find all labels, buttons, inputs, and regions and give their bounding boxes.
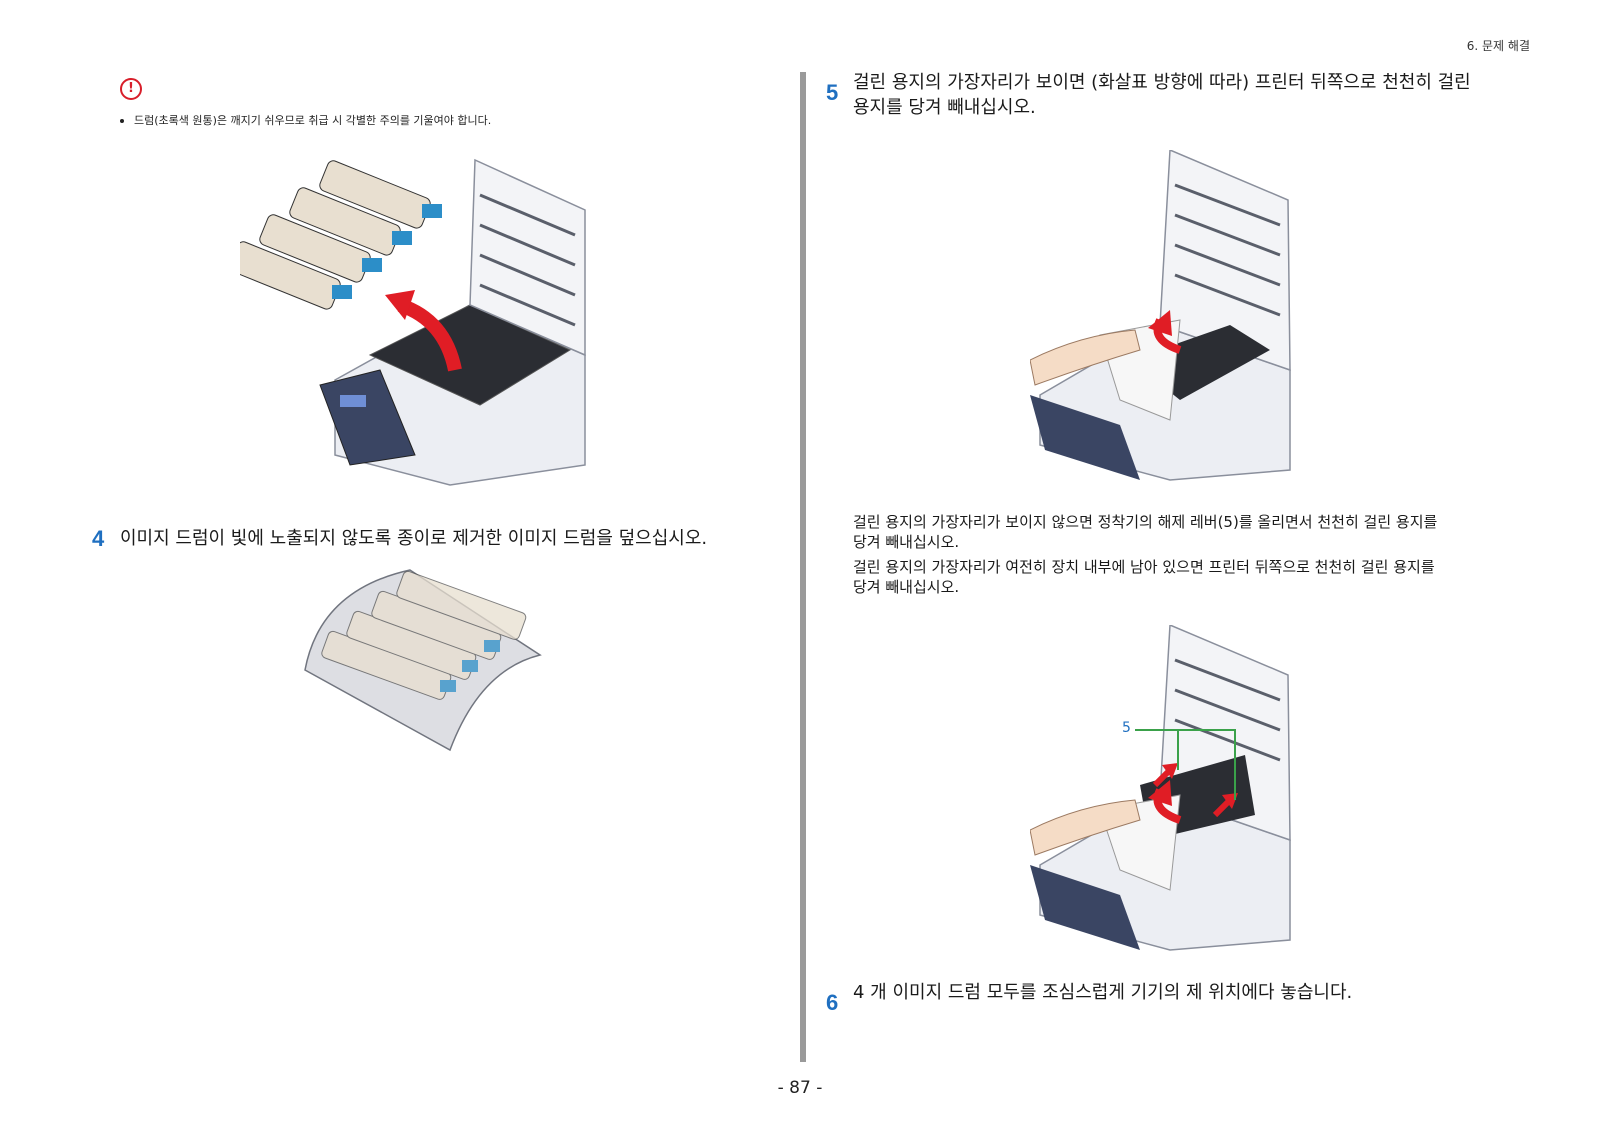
bullet-dot bbox=[120, 119, 124, 123]
paper-removal-illustration bbox=[1030, 150, 1291, 481]
step-number-4: 4 bbox=[92, 526, 105, 551]
caution-text: 드럼(초록색 원통)은 깨지기 쉬우므로 취급 시 각별한 주의를 기울여야 합… bbox=[134, 114, 492, 127]
step-5-line-1: 걸린 용지의 가장자리가 보이면 (화살표 방향에 따라) 프린터 뒤쪽으로 천… bbox=[853, 72, 1471, 93]
step-number-6: 6 bbox=[826, 990, 839, 1015]
step-5-text: 걸린 용지의 가장자리가 보이면 (화살표 방향에 따라) 프린터 뒤쪽으로 천… bbox=[853, 70, 1471, 120]
column-divider bbox=[800, 72, 806, 1062]
paragraph-1-line-1: 걸린 용지의 가장자리가 보이지 않으면 정착기의 해제 레버(5)를 올리면서… bbox=[853, 513, 1438, 531]
page-number: - 87 - bbox=[777, 1078, 823, 1098]
drums-covered-illustration bbox=[304, 569, 542, 752]
callout-label-5: 5 bbox=[1122, 720, 1131, 736]
caution-bullet: 드럼(초록색 원통)은 깨지기 쉬우므로 취급 시 각별한 주의를 기울여야 합… bbox=[120, 112, 491, 128]
step-6-text: 4 개 이미지 드럼 모두를 조심스럽게 기기의 제 위치에다 놓습니다. bbox=[853, 982, 1353, 1003]
exclamation-circle-icon: ! bbox=[120, 78, 142, 100]
step-4-text: 이미지 드럼이 빛에 노출되지 않도록 종이로 제거한 이미지 드럼을 덮으십시… bbox=[120, 528, 708, 549]
step-5-line-2: 용지를 당겨 빼내십시오. bbox=[853, 97, 1036, 118]
paragraph-paper-remaining: 걸린 용지의 가장자리가 여전히 장치 내부에 남아 있으면 프린터 뒤쪽으로 … bbox=[853, 557, 1435, 597]
release-lever-illustration bbox=[1030, 625, 1291, 951]
paragraph-2-line-2: 당겨 빼내십시오. bbox=[853, 578, 960, 596]
step-number-5: 5 bbox=[826, 80, 839, 105]
section-header: 6. 문제 해결 bbox=[1466, 39, 1530, 53]
paragraph-1-line-2: 당겨 빼내십시오. bbox=[853, 533, 960, 551]
paragraph-release-lever: 걸린 용지의 가장자리가 보이지 않으면 정착기의 해제 레버(5)를 올리면서… bbox=[853, 512, 1437, 552]
drum-removal-illustration bbox=[240, 158, 586, 486]
paragraph-2-line-1: 걸린 용지의 가장자리가 여전히 장치 내부에 남아 있으면 프린터 뒤쪽으로 … bbox=[853, 558, 1435, 576]
